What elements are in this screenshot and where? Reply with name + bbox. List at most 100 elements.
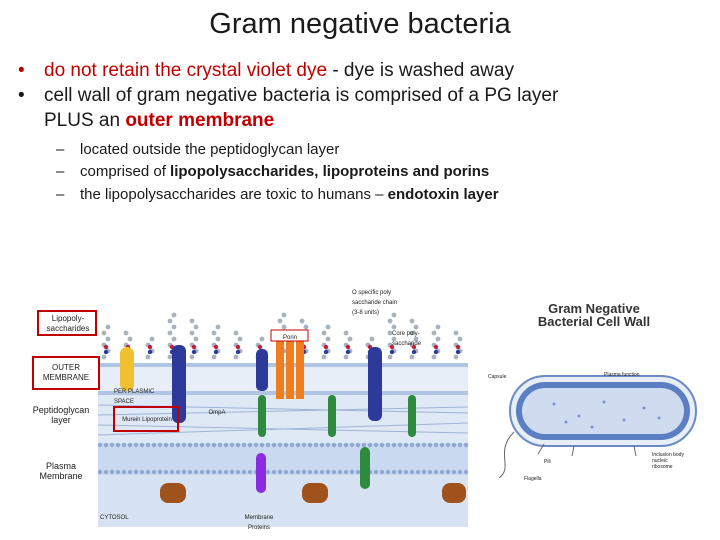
lipid-head xyxy=(271,442,277,448)
o-specific-label: O specific poly saccharide chain (3-8 un… xyxy=(352,290,398,316)
plasma-function-label: Plasma function xyxy=(604,372,640,378)
lipid-head xyxy=(319,469,325,475)
lipid-head xyxy=(391,469,397,475)
lipid-head xyxy=(241,442,247,448)
porin-trimer xyxy=(270,329,309,399)
lps-highlight-box xyxy=(37,310,97,336)
lipid-head xyxy=(367,442,373,448)
cell-figure-title: Gram Negative Bacterial Cell Wall xyxy=(537,301,651,329)
ompa-label: OmpA xyxy=(208,410,226,416)
lipid-head xyxy=(427,469,433,475)
lps-core-bead xyxy=(389,349,395,355)
bullet-1: •do not retain the crystal violet dye - … xyxy=(18,58,708,83)
lipid-head xyxy=(289,469,295,475)
lps-sugar xyxy=(369,336,375,342)
lps-core-bead xyxy=(213,344,219,350)
lipid-head xyxy=(211,469,217,475)
lipid-head xyxy=(223,469,229,475)
lipid-head xyxy=(397,442,403,448)
lps-core-bead xyxy=(411,349,417,355)
lipid-head xyxy=(175,442,181,448)
lipid-head xyxy=(205,469,211,475)
lps-sugar xyxy=(277,318,283,324)
cytosol-region xyxy=(98,475,468,527)
lipid-head xyxy=(247,442,253,448)
lipid-head xyxy=(145,469,151,475)
lps-sugar xyxy=(101,330,107,336)
lipid-head xyxy=(445,469,451,475)
cell-wall-figure: Gram Negative Bacterial Cell Wall Capsul… xyxy=(484,292,708,482)
lipid-head xyxy=(397,469,403,475)
lipid-head xyxy=(463,442,469,448)
lps-sugar xyxy=(193,324,199,330)
lps-sugar xyxy=(145,354,151,360)
peptidoglycan-label: Peptidoglycan layer xyxy=(32,405,90,425)
lipid-head xyxy=(355,442,361,448)
lipid-head xyxy=(109,469,115,475)
bullet-2-text: cell wall of gram negative bacteria is c… xyxy=(44,85,559,106)
blue-protein-1 xyxy=(172,345,186,423)
brown-protein-1 xyxy=(160,483,186,503)
pili-lines xyxy=(537,443,637,457)
lipid-head xyxy=(385,442,391,448)
lipid-head xyxy=(433,469,439,475)
lps-sugar xyxy=(211,330,217,336)
lps-sugar xyxy=(215,324,221,330)
lps-sugar xyxy=(171,324,177,330)
lipid-head xyxy=(247,469,253,475)
lipid-head xyxy=(403,469,409,475)
lipid-head xyxy=(439,442,445,448)
lipid-head xyxy=(223,442,229,448)
sub-bullet-2: –comprised of lipopolysaccharides, lipop… xyxy=(56,163,490,180)
lipid-head xyxy=(181,469,187,475)
green-protein-3 xyxy=(360,447,370,489)
lipid-head xyxy=(271,469,277,475)
lps-sugar xyxy=(347,336,353,342)
lipid-head xyxy=(373,469,379,475)
lps-sugar xyxy=(105,336,111,342)
lps-sugar xyxy=(123,330,129,336)
lipid-head xyxy=(421,469,427,475)
periplasmic-space xyxy=(98,395,468,443)
lps-core-bead xyxy=(103,349,109,355)
flagellum xyxy=(498,431,515,479)
lipid-head xyxy=(331,442,337,448)
lipid-head xyxy=(235,442,241,448)
lps-core-bead xyxy=(455,349,461,355)
lipid-head xyxy=(169,469,175,475)
lps-sugar xyxy=(233,330,239,336)
yellow-protein xyxy=(120,347,134,391)
lipid-head xyxy=(103,469,109,475)
lps-sugar xyxy=(171,312,177,318)
lps-sugar xyxy=(321,330,327,336)
lipid-head xyxy=(193,469,199,475)
lipid-head xyxy=(307,442,313,448)
lipid-head xyxy=(127,442,133,448)
lipid-head xyxy=(265,469,271,475)
lps-core-bead xyxy=(389,344,395,350)
purple-protein xyxy=(256,453,266,493)
periplasmic-label: PER PLASMIC SPACE xyxy=(114,389,155,405)
lipid-head xyxy=(157,442,163,448)
lps-sugar xyxy=(343,330,349,336)
slide-title: Gram negative bacteria xyxy=(209,8,511,40)
lps-core-bead xyxy=(411,344,417,350)
lps-sugar xyxy=(149,336,155,342)
lipid-head xyxy=(103,442,109,448)
bullet-1-red: do not retain the crystal violet dye xyxy=(44,60,328,81)
lipid-head xyxy=(109,442,115,448)
membrane-diagram-svg xyxy=(32,310,469,527)
cytosol-label: CYTOSOL xyxy=(100,515,129,521)
lps-core-bead xyxy=(191,349,197,355)
lipid-head xyxy=(301,442,307,448)
murein-label: Murein Lipoprotein xyxy=(122,417,172,423)
lps-sugar xyxy=(281,324,287,330)
lps-sugar xyxy=(321,354,327,360)
lipid-head xyxy=(277,469,283,475)
lipid-head xyxy=(361,442,367,448)
bullet-2-red: outer membrane xyxy=(125,110,275,131)
membrane-diagram: Lipopoly- saccharides OUTER MEMBRANE Pep… xyxy=(30,283,480,533)
lipid-head xyxy=(325,469,331,475)
lipid-head xyxy=(97,469,103,475)
lipid-head xyxy=(151,442,157,448)
